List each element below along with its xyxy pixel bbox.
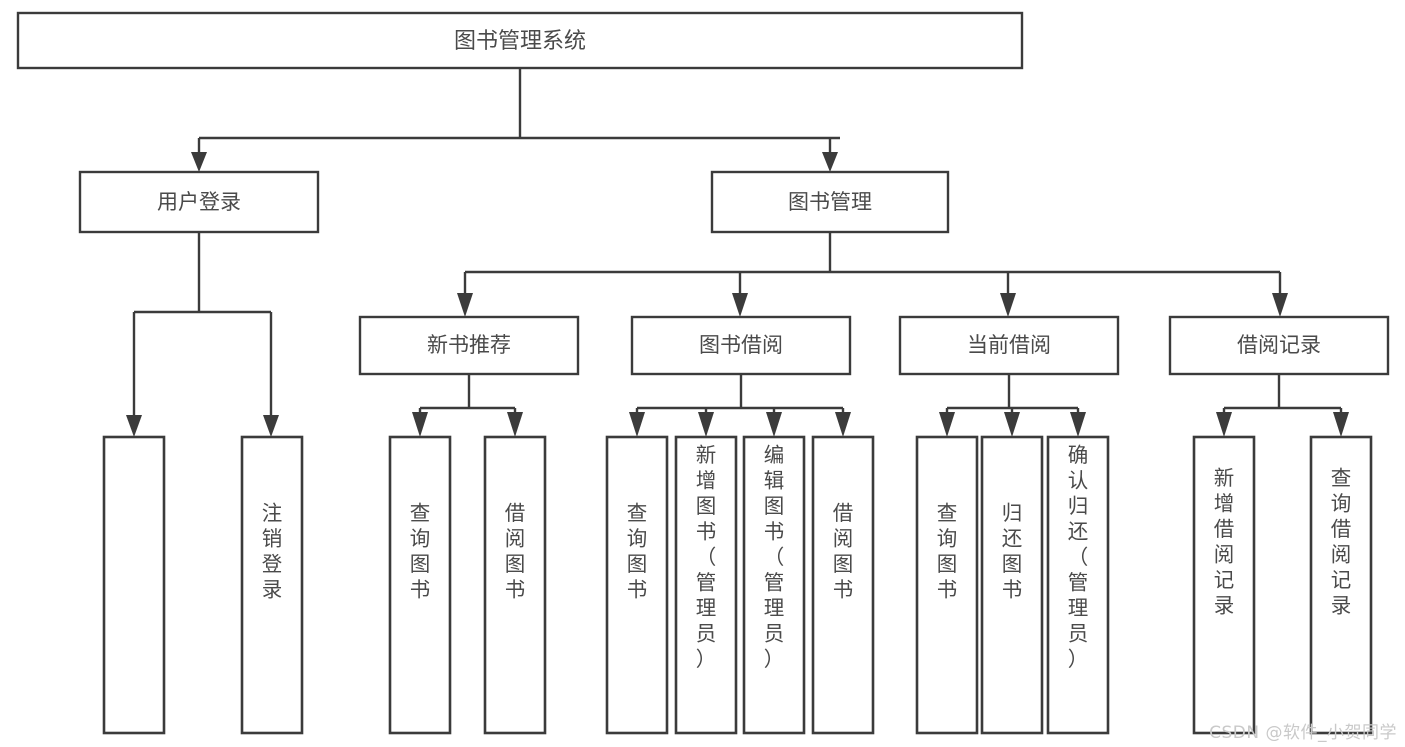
leaf-current-borrow-1[interactable]: 查询图书 <box>915 435 979 735</box>
connector-book-manage-to-level3 <box>457 232 1288 317</box>
connector-book-borrow-to-leaves <box>629 374 851 437</box>
leaf-box-query-book-c <box>915 435 979 735</box>
arrowhead-user-login-leaf-2 <box>263 415 279 437</box>
leaf-book-borrow-3[interactable]: 编辑图书（管理员） <box>742 435 806 735</box>
leaf-label-edit-book: 编辑图书（管理员） <box>764 443 785 671</box>
leaf-box-return-book <box>980 435 1044 735</box>
new-book-recommend-label: 新书推荐 <box>427 333 511 357</box>
leaf-box: 用户登录 <box>102 435 166 735</box>
leaf-current-borrow-3[interactable]: 确认归还（管理员） <box>1046 435 1110 735</box>
borrow-record-label: 借阅记录 <box>1237 333 1321 357</box>
arrowhead-to-user-login <box>191 152 207 172</box>
leaf-label-query-book-a: 查询图书 <box>410 501 431 602</box>
leaf-box-query-book-a <box>388 435 452 735</box>
leaf-label-borrow-book-b: 借阅图书 <box>833 501 854 602</box>
book-borrow-label: 图书借阅 <box>699 333 783 357</box>
current-borrow-label: 当前借阅 <box>967 333 1051 357</box>
leaf-box-query-book-b <box>605 435 669 735</box>
arrowhead-book-borrow-leaf-2 <box>698 412 714 437</box>
leaf-label-confirm-return: 确认归还（管理员） <box>1068 443 1089 671</box>
leaf-book-borrow-1[interactable]: 查询图书 <box>605 435 669 735</box>
node-new-book-recommend[interactable]: 新书推荐 <box>358 315 580 376</box>
connector-user-login-to-leaves <box>126 232 279 437</box>
root-label: 图书管理系统 <box>454 29 586 54</box>
user-login-box <box>78 170 320 234</box>
arrowhead-current-borrow-leaf-1 <box>939 412 955 437</box>
arrowhead-book-borrow-leaf-1 <box>629 412 645 437</box>
leaf-box-query-record <box>1309 435 1373 735</box>
node-root[interactable]: 图书管理系统 <box>16 11 1024 70</box>
csdn-watermark: CSDN @软件_小贺同学 <box>1209 723 1397 743</box>
arrowhead-to-current-borrow <box>1000 293 1016 317</box>
arrowhead-current-borrow-leaf-2 <box>1004 412 1020 437</box>
leaf-box-edit-book <box>742 435 806 735</box>
leaf-user-login-2[interactable]: 注销登录 <box>240 435 304 735</box>
book-manage-label: 图书管理 <box>788 190 872 214</box>
leaf-label-query-book-c: 查询图书 <box>937 501 958 602</box>
leaf-borrow-record-1[interactable]: 新增借阅记录 <box>1192 435 1256 735</box>
leaf-user-login-1[interactable]: 用户登录 <box>102 435 166 735</box>
arrowhead-user-login-leaf-1 <box>126 415 142 437</box>
leaf-box-confirm-return <box>1046 435 1110 735</box>
connector-new-book-to-leaves <box>412 374 523 437</box>
leaf-label-query-record: 查询借阅记录 <box>1331 466 1352 618</box>
node-borrow-record[interactable]: 借阅记录 <box>1168 315 1390 376</box>
leaf-new-book-2[interactable]: 借阅图书 <box>483 435 547 735</box>
current-borrow-box <box>898 315 1120 376</box>
leaf-box-borrow-book-a <box>483 435 547 735</box>
leaf-label-borrow-book-a: 借阅图书 <box>505 501 526 602</box>
arrowhead-book-borrow-leaf-4 <box>835 412 851 437</box>
leaf-box-logout <box>240 435 304 735</box>
root-box <box>16 11 1024 70</box>
connector-current-borrow-to-leaves <box>939 374 1086 437</box>
arrowhead-to-book-manage <box>822 152 838 172</box>
leaf-current-borrow-2[interactable]: 归还图书 <box>980 435 1044 735</box>
arrowhead-to-borrow-record <box>1272 293 1288 317</box>
leaf-new-book-1[interactable]: 查询图书 <box>388 435 452 735</box>
arrowhead-new-book-leaf-2 <box>507 412 523 437</box>
node-user-login[interactable]: 用户登录 <box>78 170 320 234</box>
connector-borrow-record-to-leaves <box>1216 374 1349 437</box>
user-login-label: 用户登录 <box>157 190 241 214</box>
leaf-label-logout: 注销登录 <box>262 501 283 602</box>
leaf-label-query-book-b: 查询图书 <box>627 501 648 602</box>
leaf-box-add-book <box>674 435 738 735</box>
leaf-label-return-book: 归还图书 <box>1002 501 1023 602</box>
leaf-box-borrow-book-b <box>811 435 875 735</box>
arrowhead-to-new-book <box>457 293 473 317</box>
arrowhead-borrow-record-leaf-1 <box>1216 412 1232 437</box>
node-book-manage[interactable]: 图书管理 <box>710 170 950 234</box>
arrowhead-current-borrow-leaf-3 <box>1070 412 1086 437</box>
node-current-borrow[interactable]: 当前借阅 <box>898 315 1120 376</box>
new-book-recommend-box <box>358 315 580 376</box>
arrowhead-new-book-leaf-1 <box>412 412 428 437</box>
connector-root-to-level2 <box>191 68 840 172</box>
leaf-book-borrow-2[interactable]: 新增图书（管理员） <box>674 435 738 735</box>
leaf-box-add-record <box>1192 435 1256 735</box>
leaf-book-borrow-4[interactable]: 借阅图书 <box>811 435 875 735</box>
arrowhead-to-book-borrow <box>732 293 748 317</box>
leaf-label-add-book: 新增图书（管理员） <box>696 443 717 671</box>
leaf-label-add-record: 新增借阅记录 <box>1214 466 1235 618</box>
node-book-borrow[interactable]: 图书借阅 <box>630 315 852 376</box>
leaf-borrow-record-2[interactable]: 查询借阅记录 <box>1309 435 1373 735</box>
arrowhead-borrow-record-leaf-2 <box>1333 412 1349 437</box>
arrowhead-book-borrow-leaf-3 <box>766 412 782 437</box>
